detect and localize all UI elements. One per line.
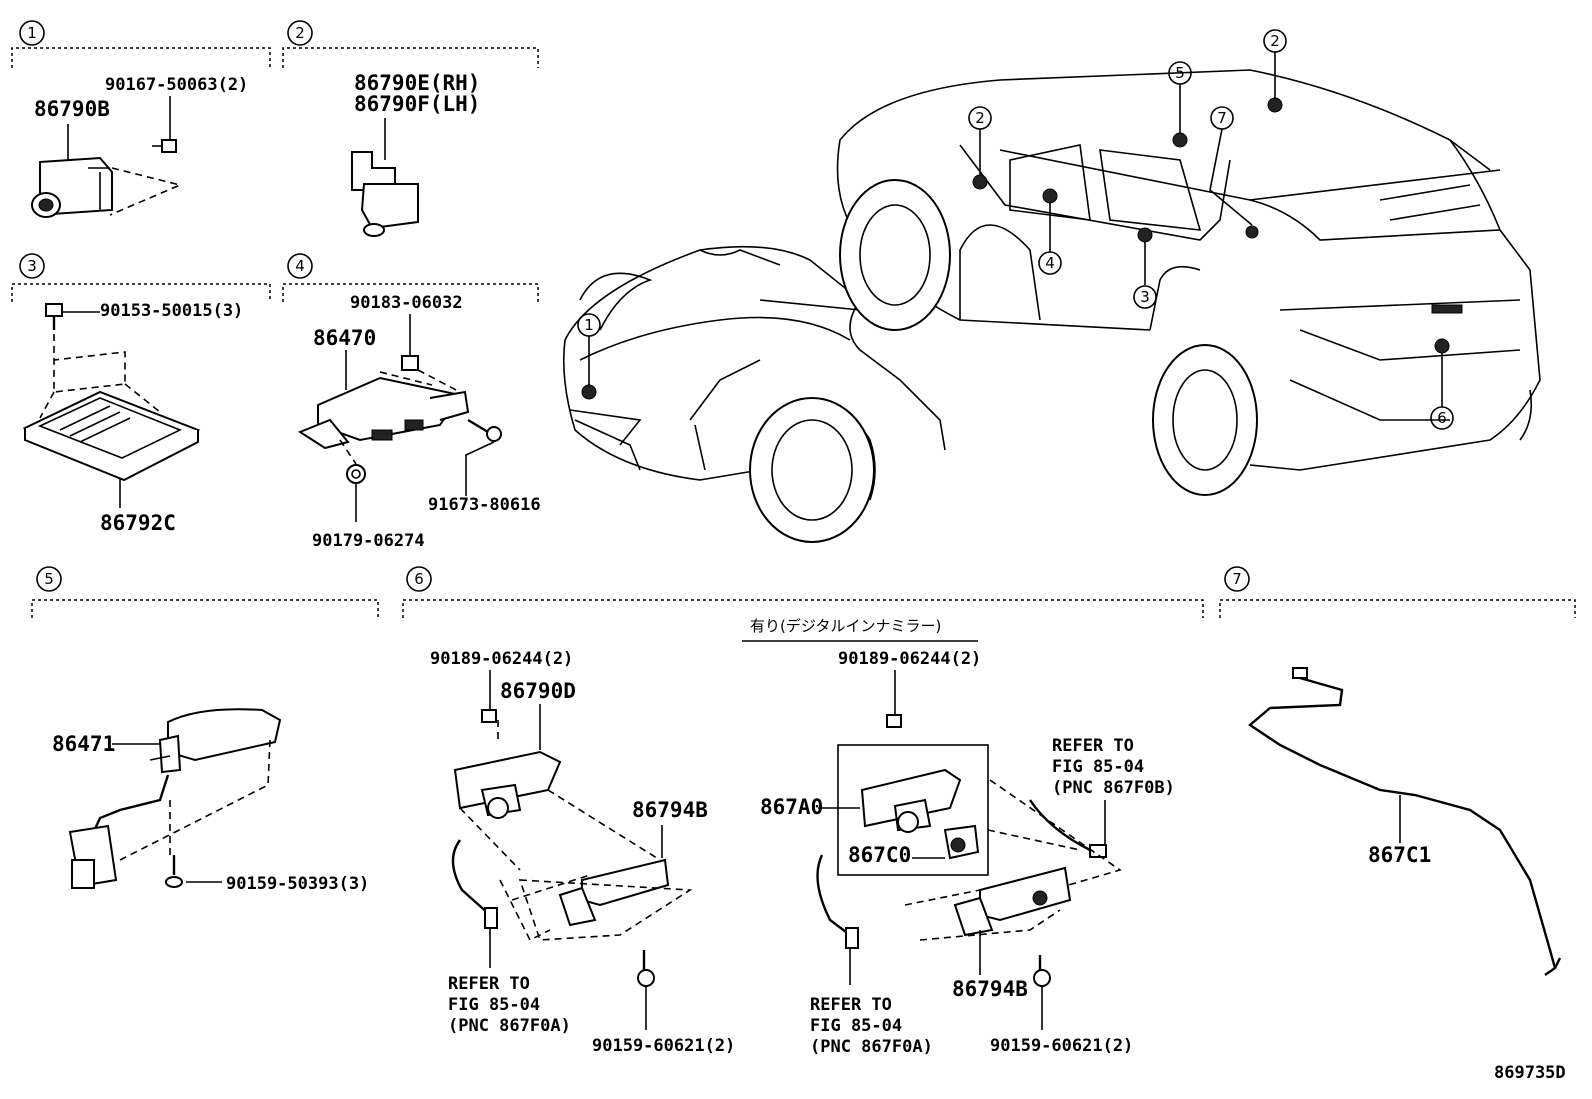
figure-id: 869735D — [1494, 1063, 1566, 1083]
svg-text:5: 5 — [1175, 64, 1185, 82]
section-5-header: 5 — [31, 566, 379, 618]
side-camera-icon — [351, 151, 419, 237]
section-7-parts: 867C1 — [1248, 667, 1562, 976]
nut-icon — [886, 714, 902, 728]
s6-ref-b-1: REFER TO — [1052, 736, 1134, 756]
section-5-parts: 86471 90159-50393(3) — [52, 708, 369, 894]
s6-nut-b-label: 90189-06244(2) — [838, 649, 981, 669]
front-vehicle-illustration — [562, 245, 946, 543]
s6-variant-note: 有り(デジタルインナミラー) — [750, 617, 941, 635]
callout-4: 4 — [1038, 188, 1062, 275]
s6-screw-b-label: 90159-60621(2) — [990, 1036, 1133, 1056]
s6-ref-b-3: (PNC 867F0B) — [1052, 778, 1175, 798]
section-3-header: 3 — [11, 253, 271, 302]
s6-cam-a-label: 86790D — [500, 679, 576, 703]
bolt-icon — [45, 303, 63, 330]
callout-6: 6 — [1430, 338, 1454, 430]
svg-text:2: 2 — [1270, 32, 1280, 50]
s6-screw-a-label: 90159-60621(2) — [592, 1036, 735, 1056]
section-1-parts: 90167-50063(2) 86790B — [31, 75, 248, 218]
nut-icon — [481, 709, 497, 723]
control-module-icon — [297, 376, 470, 450]
svg-text:7: 7 — [1217, 109, 1227, 127]
svg-text:1: 1 — [584, 316, 594, 334]
callout-3: 3 — [1133, 227, 1157, 309]
rear-vehicle-illustration — [836, 69, 1541, 496]
section-1-header: 1 — [11, 20, 271, 68]
s6-cam-b-sub-label: 867C0 — [848, 843, 911, 867]
s6-bracket-b-label: 86794B — [952, 977, 1028, 1001]
s3-part-label: 86792C — [100, 511, 176, 535]
s2-rh-label: 86790E(RH) — [354, 71, 480, 95]
s6-nut-a-label: 90189-06244(2) — [430, 649, 573, 669]
section-2-parts: 86790E(RH) 86790F(LH) — [351, 71, 480, 237]
s4-bolt-label: 91673-80616 — [428, 495, 541, 515]
bracket-icon — [953, 866, 1072, 937]
screw-icon — [1033, 955, 1051, 987]
bracket-icon — [558, 858, 670, 927]
section-4-header: 4 — [282, 253, 539, 302]
s4-part-label: 86470 — [313, 326, 376, 350]
s6-bracket-a-label: 86794B — [632, 798, 708, 822]
callout-1: 1 — [577, 313, 601, 400]
section-5-number: 5 — [44, 570, 54, 588]
grommet-icon — [346, 464, 366, 484]
s5-screw-label: 90159-50393(3) — [226, 874, 369, 894]
section-4-parts: 90183-06032 86470 91673-80616 90179-0627… — [297, 293, 541, 551]
screw-icon — [165, 855, 183, 888]
wire-harness-icon — [1248, 667, 1562, 976]
sensor-housing-icon — [68, 708, 282, 889]
s6-ref-c-2: FIG 85-04 — [810, 1016, 902, 1036]
vehicle-callouts: 1 2 2 5 7 — [577, 29, 1454, 430]
bolt-icon — [152, 139, 177, 153]
s2-lh-label: 86790F(LH) — [354, 92, 480, 116]
s1-bolt-label: 90167-50063(2) — [105, 75, 248, 95]
s1-part-label: 86790B — [34, 97, 110, 121]
nut-icon — [401, 355, 419, 371]
s3-bolt-label: 90153-50015(3) — [100, 301, 243, 321]
ecu-module-icon — [22, 390, 201, 482]
s6-ref-b-2: FIG 85-04 — [1052, 757, 1144, 777]
camera-icon — [31, 156, 113, 218]
section-6-parts: 有り(デジタルインナミラー) 90189-06244(2) 86790D REF… — [430, 617, 1175, 1057]
section-2-number: 2 — [295, 24, 305, 42]
svg-text:2: 2 — [975, 109, 985, 127]
s6-cam-b-label: 867A0 — [760, 795, 823, 819]
s6-ref-c-3: (PNC 867F0A) — [810, 1037, 933, 1057]
camera-module-icon — [943, 824, 980, 860]
section-1-number: 1 — [27, 24, 37, 42]
callout-5: 5 — [1168, 61, 1192, 148]
callout-2-left: 2 — [968, 106, 992, 190]
section-6-number: 6 — [414, 570, 424, 588]
svg-text:3: 3 — [1140, 288, 1150, 306]
section-7-number: 7 — [1232, 570, 1242, 588]
section-6-header: 6 — [402, 566, 1204, 618]
section-4-number: 4 — [295, 257, 305, 275]
s7-part-label: 867C1 — [1368, 843, 1431, 867]
section-2-header: 2 — [282, 20, 539, 68]
s5-part-label: 86471 — [52, 732, 115, 756]
callout-2-right: 2 — [1263, 29, 1287, 113]
callout-7: 7 — [1209, 106, 1259, 239]
s6-ref-c-1: REFER TO — [810, 995, 892, 1015]
svg-text:4: 4 — [1045, 254, 1055, 272]
s6-ref-a-1: REFER TO — [448, 974, 530, 994]
s6-ref-a-3: (PNC 867F0A) — [448, 1016, 571, 1036]
camera-bracket-icon — [860, 768, 962, 833]
section-3-number: 3 — [27, 257, 37, 275]
section-7-header: 7 — [1219, 566, 1576, 618]
screw-icon — [637, 950, 655, 987]
s6-ref-a-2: FIG 85-04 — [448, 995, 540, 1015]
camera-bracket-icon — [453, 750, 562, 819]
bolt-icon — [467, 418, 502, 442]
s4-grommet-label: 90179-06274 — [312, 531, 425, 551]
s6-camera-inset-box — [837, 744, 989, 876]
section-3-parts: 90153-50015(3) 86792C — [22, 301, 243, 535]
svg-text:6: 6 — [1437, 409, 1447, 427]
s4-nut-label: 90183-06032 — [350, 293, 463, 313]
